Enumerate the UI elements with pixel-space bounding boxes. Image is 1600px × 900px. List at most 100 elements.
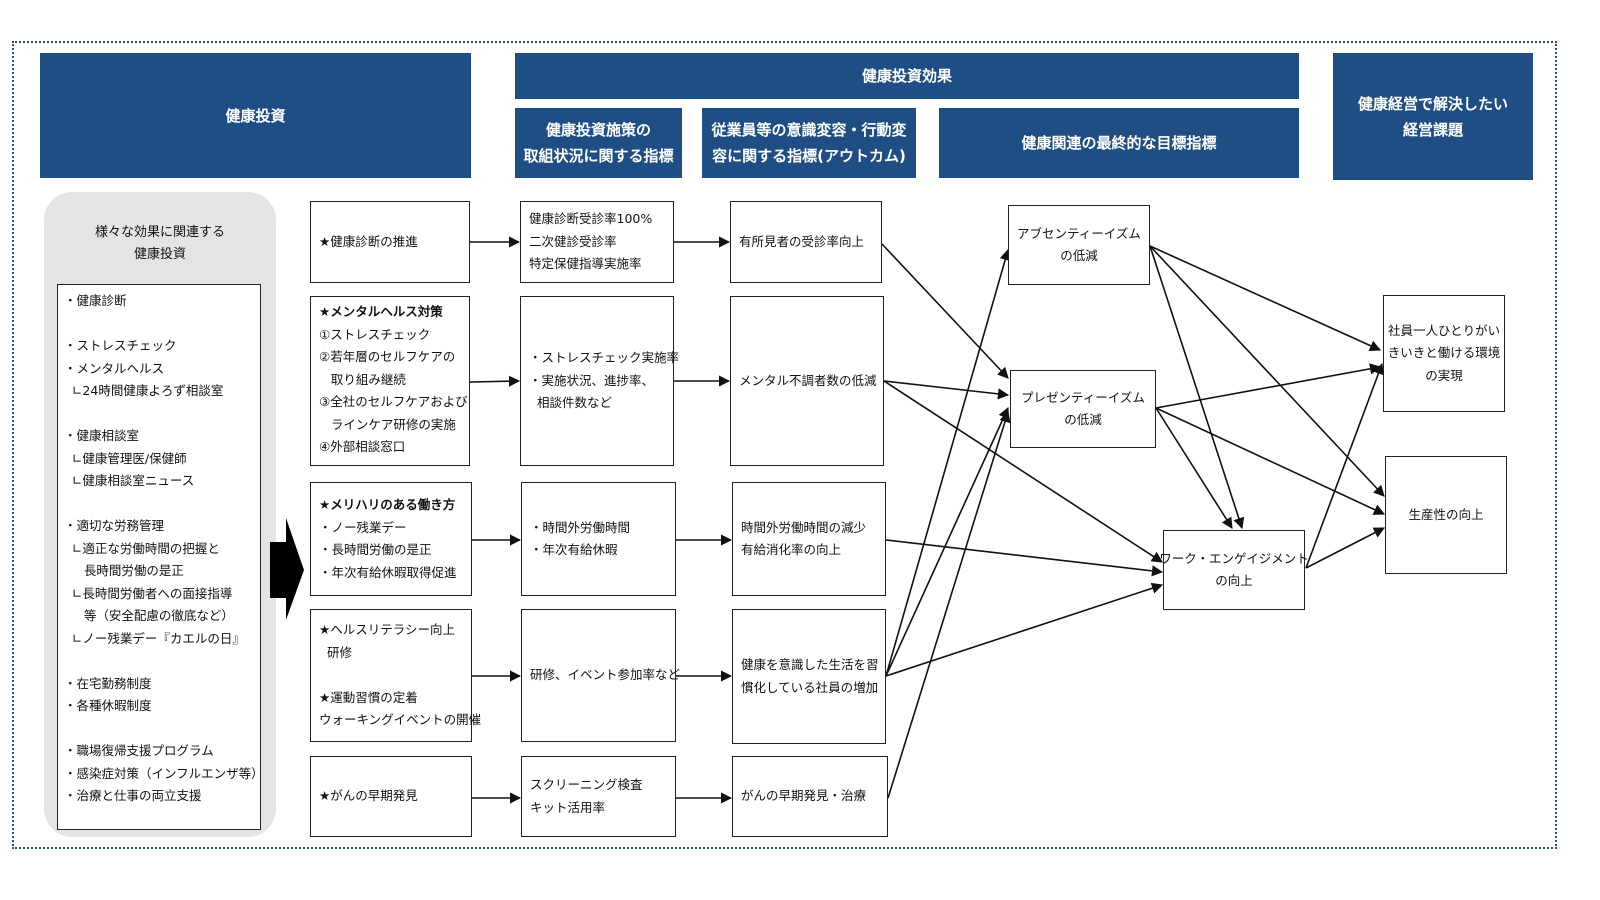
initiative-line: ②若年層のセルフケアの: [319, 349, 456, 364]
indicator-line: ・年次有給休暇: [530, 542, 618, 557]
left-list-item: 等（安全配慮の徹底など）: [64, 608, 234, 623]
header-health-investment-label: 健康投資: [225, 106, 286, 125]
left-panel-title: 様々な効果に関連する 健康投資: [94, 225, 225, 262]
arrow-engagement-productivity: [1305, 527, 1385, 569]
arrow-out1-presenteeism: [881, 243, 1009, 379]
indicator-line: スクリーニング検査: [530, 777, 643, 792]
left-list-item: ・適切な労務管理: [64, 518, 165, 533]
arrow-presenteeism-engagement: [1155, 407, 1233, 529]
outcome-line: がんの早期発見・治療: [741, 788, 867, 804]
initiative-line: ・長時間労働の是正: [319, 542, 432, 557]
initiative-line: ・ノー残業デー: [319, 519, 407, 535]
left-list-item: ・ストレスチェック: [64, 338, 177, 353]
initiative-line: ★運動習慣の定着: [319, 689, 418, 705]
indicator-line: 研修、イベント参加率など: [530, 667, 681, 683]
left-list-item: ∟長時間労働者への面接指導: [64, 585, 233, 601]
initiative-line: ウォーキングイベントの開催: [319, 712, 482, 728]
initiative-health-checkup: ★健康診断の推進: [310, 201, 470, 283]
initiative-line: ③全社のセルフケアおよび: [319, 394, 468, 409]
arrow-presenteeism-wellbeing: [1155, 363, 1382, 409]
outcome-early-cancer: がんの早期発見・治療: [732, 756, 888, 837]
arrow-out4-engagement: [885, 582, 1164, 677]
initiative-line: [319, 664, 463, 687]
header-initiative-indicators: 健康投資施策の 取組状況に関する指標: [515, 108, 682, 178]
outcome-overtime-reduction: 時間外労働時間の減少有給消化率の向上: [732, 482, 886, 596]
outcome-line: メンタル不調者数の低減: [739, 372, 877, 388]
outcome-line: 有給消化率の向上: [741, 542, 842, 557]
indicator-line: 二次健診受診率: [529, 233, 617, 249]
initiative-mental-health: ★メンタルヘルス対策 ①ストレスチェック ②若年層のセルフケアの 取り組み継続 ③全社…: [310, 296, 470, 466]
left-list-item: ・健康相談室: [64, 428, 140, 443]
initiative-line: ★ヘルスリテラシー向上: [319, 622, 455, 638]
big-right-arrow: [270, 518, 304, 620]
header-outcome-indicators: 従業員等の意識変容・行動変 容に関する指標(アウトカム): [702, 108, 916, 178]
arrow-out3-engagement: [885, 539, 1164, 577]
outcome-line: 有所見者の受診率向上: [739, 233, 865, 249]
indicator-line: 健康診断受診率100%: [529, 211, 653, 227]
initiative-health-literacy: ★ヘルスリテラシー向上 研修 ★運動習慣の定着ウォーキングイベントの開催: [310, 609, 482, 742]
left-list-item: ・各種休暇制度: [64, 698, 152, 713]
outcome-healthy-habits: 健康を意識した生活を習慣化している社員の増加: [732, 609, 886, 744]
left-list-item: ∟健康相談室ニュース: [64, 473, 195, 488]
indicator-line: 特定保健指導実施率: [529, 256, 642, 272]
header-investment-effects-label: 健康投資効果: [861, 67, 952, 85]
arrow-out5-presenteeism: [887, 410, 1011, 799]
initiative-cancer-detection: ★がんの早期発見: [310, 756, 472, 837]
initiative-line: ★健康診断の推進: [319, 233, 418, 249]
header-health-investment: 健康投資: [40, 53, 471, 178]
goal-absenteeism: アブセンティーイズム の低減: [1008, 205, 1150, 285]
goal-presenteeism: プレゼンティーイズム の低減: [1010, 370, 1156, 448]
initiative-line: 取り組み継続: [319, 371, 406, 387]
left-list-item: ・在宅勤務制度: [64, 675, 152, 691]
initiative-line: 研修: [319, 644, 352, 660]
initiative-line: ★メンタルヘルス対策: [319, 304, 443, 319]
left-list-item: ・感染症対策（インフルエンザ等）: [64, 765, 264, 781]
issue-productivity: 生産性の向上: [1385, 456, 1507, 574]
header-management-issues: 健康経営で解決したい 経営課題: [1333, 53, 1533, 180]
initiative-line: ①ストレスチェック: [319, 326, 431, 342]
arrow-presenteeism-productivity: [1155, 407, 1386, 515]
header-investment-effects: 健康投資効果: [515, 53, 1299, 99]
arrow-out2-presenteeism: [883, 380, 1010, 400]
outcome-consultation-rate: 有所見者の受診率向上: [730, 201, 882, 283]
indicator-participation: 研修、イベント参加率など: [521, 609, 681, 742]
left-list-item: ・職場復帰支援プログラム: [64, 743, 214, 758]
left-investment-list: ・健康診断 ・ストレスチェック・メンタルヘルス ∟24時間健康よろず相談室 ・健…: [57, 284, 264, 830]
left-list-item: ・治療と仕事の両立支援: [64, 788, 202, 803]
initiative-line: ★メリハリのある働き方: [319, 497, 456, 512]
header-final-goal-indicators: 健康関連の最終的な目標指標: [939, 108, 1299, 178]
initiative-line: ・年次有給休暇取得促進: [319, 564, 457, 580]
arrow-absenteeism-engagement: [1149, 245, 1245, 530]
outcome-line: 時間外労働時間の減少: [741, 519, 867, 535]
indicator-stress-check: ・ストレスチェック実施率・実施状況、進捗率、 相談件数など: [520, 296, 680, 466]
arrow-absenteeism-productivity: [1149, 245, 1385, 497]
initiative-line: ラインケア研修の実施: [319, 416, 456, 432]
indicator-line: ・時間外労働時間: [530, 519, 631, 535]
outer-dotted-frame: [12, 41, 1557, 849]
goal-work-engagement: ワーク・エンゲイジメント の向上: [1159, 530, 1309, 610]
indicator-line: ・ストレスチェック実施率: [529, 350, 680, 366]
left-list-item: ・メンタルヘルス: [64, 360, 165, 376]
indicator-screening-kit: スクリーニング検査キット活用率: [521, 756, 676, 837]
initiative-line: ④外部相談窓口: [319, 439, 406, 454]
arrow-engagement-wellbeing: [1305, 362, 1384, 569]
outcome-line: 健康を意識した生活を習: [741, 657, 879, 672]
left-list-item: ∟健康管理医/保健師: [64, 450, 187, 466]
left-list-item: ∟ノー残業デー『カエルの日』: [64, 630, 245, 646]
indicator-line: 相談件数など: [529, 395, 612, 411]
left-list-item: ・健康診断: [64, 293, 127, 308]
initiative-line: ★がんの早期発見: [319, 788, 418, 804]
indicator-line: ・実施状況、進捗率、: [529, 372, 655, 388]
arrow-init2-ind2: [469, 375, 521, 387]
left-list-item: 長時間労働の是正: [64, 563, 184, 578]
arrow-out2-engagement: [883, 380, 1163, 563]
issue-employee-wellbeing: 社員一人ひとりがい きいきと働ける環境 の実現: [1383, 295, 1505, 412]
left-list-item: ∟適正な労働時間の把握と: [64, 540, 220, 556]
outcome-line: 慣化している社員の増加: [741, 679, 879, 695]
arrow-out4-absenteeism: [885, 248, 1011, 677]
indicator-line: キット活用率: [530, 799, 606, 815]
outcome-mental-reduction: メンタル不調者数の低減: [730, 296, 884, 466]
arrow-absenteeism-wellbeing: [1149, 245, 1382, 351]
initiative-work-style: ★メリハリのある働き方・ノー残業デー・長時間労働の是正・年次有給休暇取得促進: [310, 482, 472, 596]
